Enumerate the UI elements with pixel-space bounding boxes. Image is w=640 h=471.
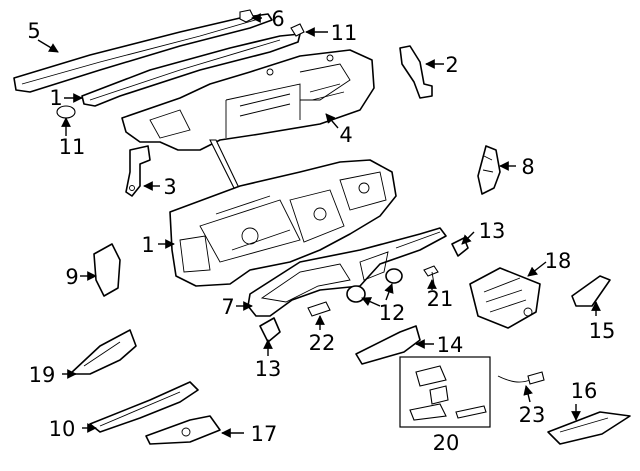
part-14-glove-door bbox=[355, 325, 421, 365]
part-10-bolster bbox=[89, 381, 199, 433]
callout-13-upper: 13 bbox=[479, 219, 506, 243]
callout-5: 5 bbox=[27, 19, 40, 43]
part-15-panel bbox=[571, 275, 611, 307]
part-7-bezel bbox=[247, 227, 447, 317]
part-19-knee-pad bbox=[69, 329, 137, 375]
part-23-harness bbox=[497, 371, 545, 385]
part-1-upper-pad bbox=[81, 33, 301, 107]
callout-11-left: 11 bbox=[59, 135, 86, 159]
callout-12: 12 bbox=[379, 301, 406, 325]
part-8-side-cover bbox=[477, 145, 501, 195]
callout-7: 7 bbox=[221, 295, 234, 319]
part-21-screw bbox=[423, 265, 439, 285]
part-9-lens bbox=[93, 243, 121, 297]
part-17-lower-panel bbox=[145, 415, 221, 445]
part-6-clip bbox=[239, 9, 255, 23]
part-20-box bbox=[399, 356, 491, 428]
callout-1-main: 1 bbox=[141, 233, 154, 257]
part-4-upper-frame bbox=[121, 49, 375, 193]
part-11-clip-top bbox=[290, 23, 305, 37]
part-5-top-pad bbox=[13, 13, 273, 93]
callout-19: 19 bbox=[29, 363, 56, 387]
callout-3: 3 bbox=[163, 175, 176, 199]
callout-17: 17 bbox=[251, 422, 278, 446]
callout-6: 6 bbox=[271, 7, 284, 31]
callout-1-top: 1 bbox=[49, 86, 62, 110]
part-16-bottom-panel bbox=[547, 411, 631, 445]
callout-20: 20 bbox=[433, 431, 460, 455]
callout-4: 4 bbox=[339, 123, 352, 147]
callout-21: 21 bbox=[427, 287, 454, 311]
callout-14: 14 bbox=[437, 333, 464, 357]
callout-2: 2 bbox=[445, 53, 458, 77]
part-1-main-carrier bbox=[169, 159, 397, 287]
part-18-bracket bbox=[469, 267, 541, 329]
callout-9: 9 bbox=[65, 265, 78, 289]
part-22-clip bbox=[307, 301, 331, 317]
leader-lines bbox=[37, 13, 601, 438]
part-12-vents bbox=[346, 268, 403, 303]
callout-22: 22 bbox=[309, 331, 336, 355]
callout-18: 18 bbox=[545, 249, 572, 273]
callout-23: 23 bbox=[519, 403, 546, 427]
callout-13-lower: 13 bbox=[255, 357, 282, 381]
callout-8: 8 bbox=[521, 155, 534, 179]
callout-10: 10 bbox=[49, 417, 76, 441]
part-13-vent-lower bbox=[259, 317, 281, 343]
callout-15: 15 bbox=[589, 319, 616, 343]
part-3-bracket bbox=[125, 145, 151, 197]
callout-labels: 5 6 11 1 11 2 4 3 8 1 9 13 18 7 21 12 22… bbox=[27, 7, 615, 455]
part-2-bracket bbox=[399, 45, 433, 99]
callout-16: 16 bbox=[571, 379, 598, 403]
callout-11-top: 11 bbox=[331, 21, 358, 45]
